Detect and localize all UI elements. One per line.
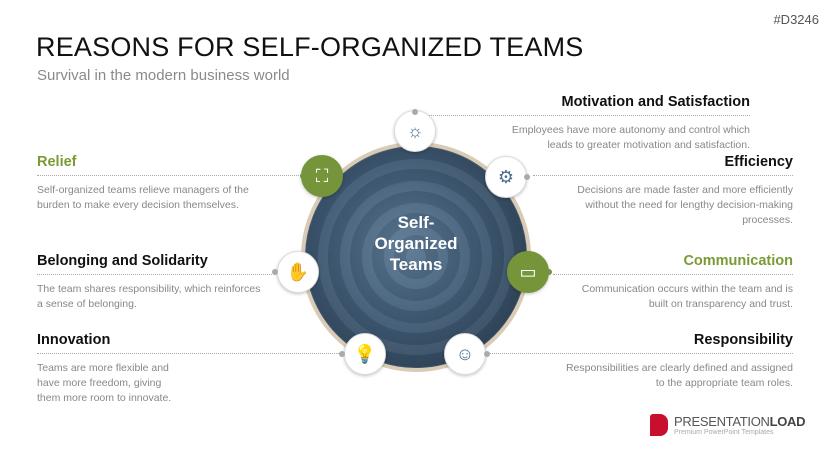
item-title: Communication — [553, 253, 793, 275]
logo-name: PRESENTATION — [674, 414, 770, 429]
slide-code: #D3246 — [773, 12, 819, 27]
item-title: Relief — [37, 154, 307, 176]
connector-dot — [412, 109, 418, 115]
center-label: Self- Organized Teams — [301, 212, 531, 275]
item-belonging: Belonging and Solidarity The team shares… — [37, 253, 272, 312]
logo-mark-icon — [650, 414, 668, 436]
brain-head-icon: ☼ — [394, 110, 436, 152]
item-responsibility: Responsibility Responsibilities are clea… — [483, 332, 793, 391]
item-title: Responsibility — [483, 332, 793, 354]
connector-dot — [524, 174, 530, 180]
item-title: Innovation — [37, 332, 347, 354]
item-title: Motivation and Satisfaction — [410, 94, 750, 116]
connector-dot — [484, 351, 490, 357]
item-innovation: Innovation Teams are more flexible and h… — [37, 332, 347, 406]
item-text: Self-organized teams relieve managers of… — [37, 184, 249, 211]
item-text: Decisions are made faster and more effic… — [577, 184, 793, 226]
presentationload-logo: PRESENTATIONLOAD Premium PowerPoint Temp… — [650, 414, 806, 436]
logo-tagline: Premium PowerPoint Templates — [674, 429, 774, 436]
chat-bubbles-icon: ▭ — [507, 251, 549, 293]
page-title: REASONS FOR SELF-ORGANIZED TEAMS — [36, 32, 584, 62]
item-text: Teams are more flexible and have more fr… — [37, 362, 172, 404]
center-line: Self- — [397, 213, 435, 232]
handshake-icon: ✋ — [277, 251, 319, 293]
logo-name-bold: LOAD — [769, 414, 806, 429]
item-text: The team shares responsibility, which re… — [37, 283, 261, 310]
item-relief: Relief Self-organized teams relieve mana… — [37, 154, 307, 213]
center-line: Teams — [389, 255, 443, 274]
connector-dot — [546, 269, 552, 275]
item-title: Belonging and Solidarity — [37, 253, 272, 275]
person-roles-icon: ☺ — [444, 333, 486, 375]
page-subtitle: Survival in the modern business world — [37, 67, 290, 84]
item-text: Employees have more autonomy and control… — [511, 124, 750, 151]
item-title: Efficiency — [533, 154, 793, 176]
gears-icon: ⚙ — [485, 156, 527, 198]
connector-dot — [339, 351, 345, 357]
item-communication: Communication Communication occurs withi… — [553, 253, 793, 312]
person-arrows-icon: ⛶ — [301, 155, 343, 197]
item-motivation: Motivation and Satisfaction Employees ha… — [410, 94, 750, 153]
item-text: Communication occurs within the team and… — [581, 283, 793, 310]
item-text: Responsibilities are clearly defined and… — [565, 362, 793, 389]
center-line: Organized — [374, 234, 458, 253]
connector-dot — [300, 173, 306, 179]
connector-dot — [272, 269, 278, 275]
item-efficiency: Efficiency Decisions are made faster and… — [533, 154, 793, 228]
lightbulb-icon: 💡 — [344, 333, 386, 375]
